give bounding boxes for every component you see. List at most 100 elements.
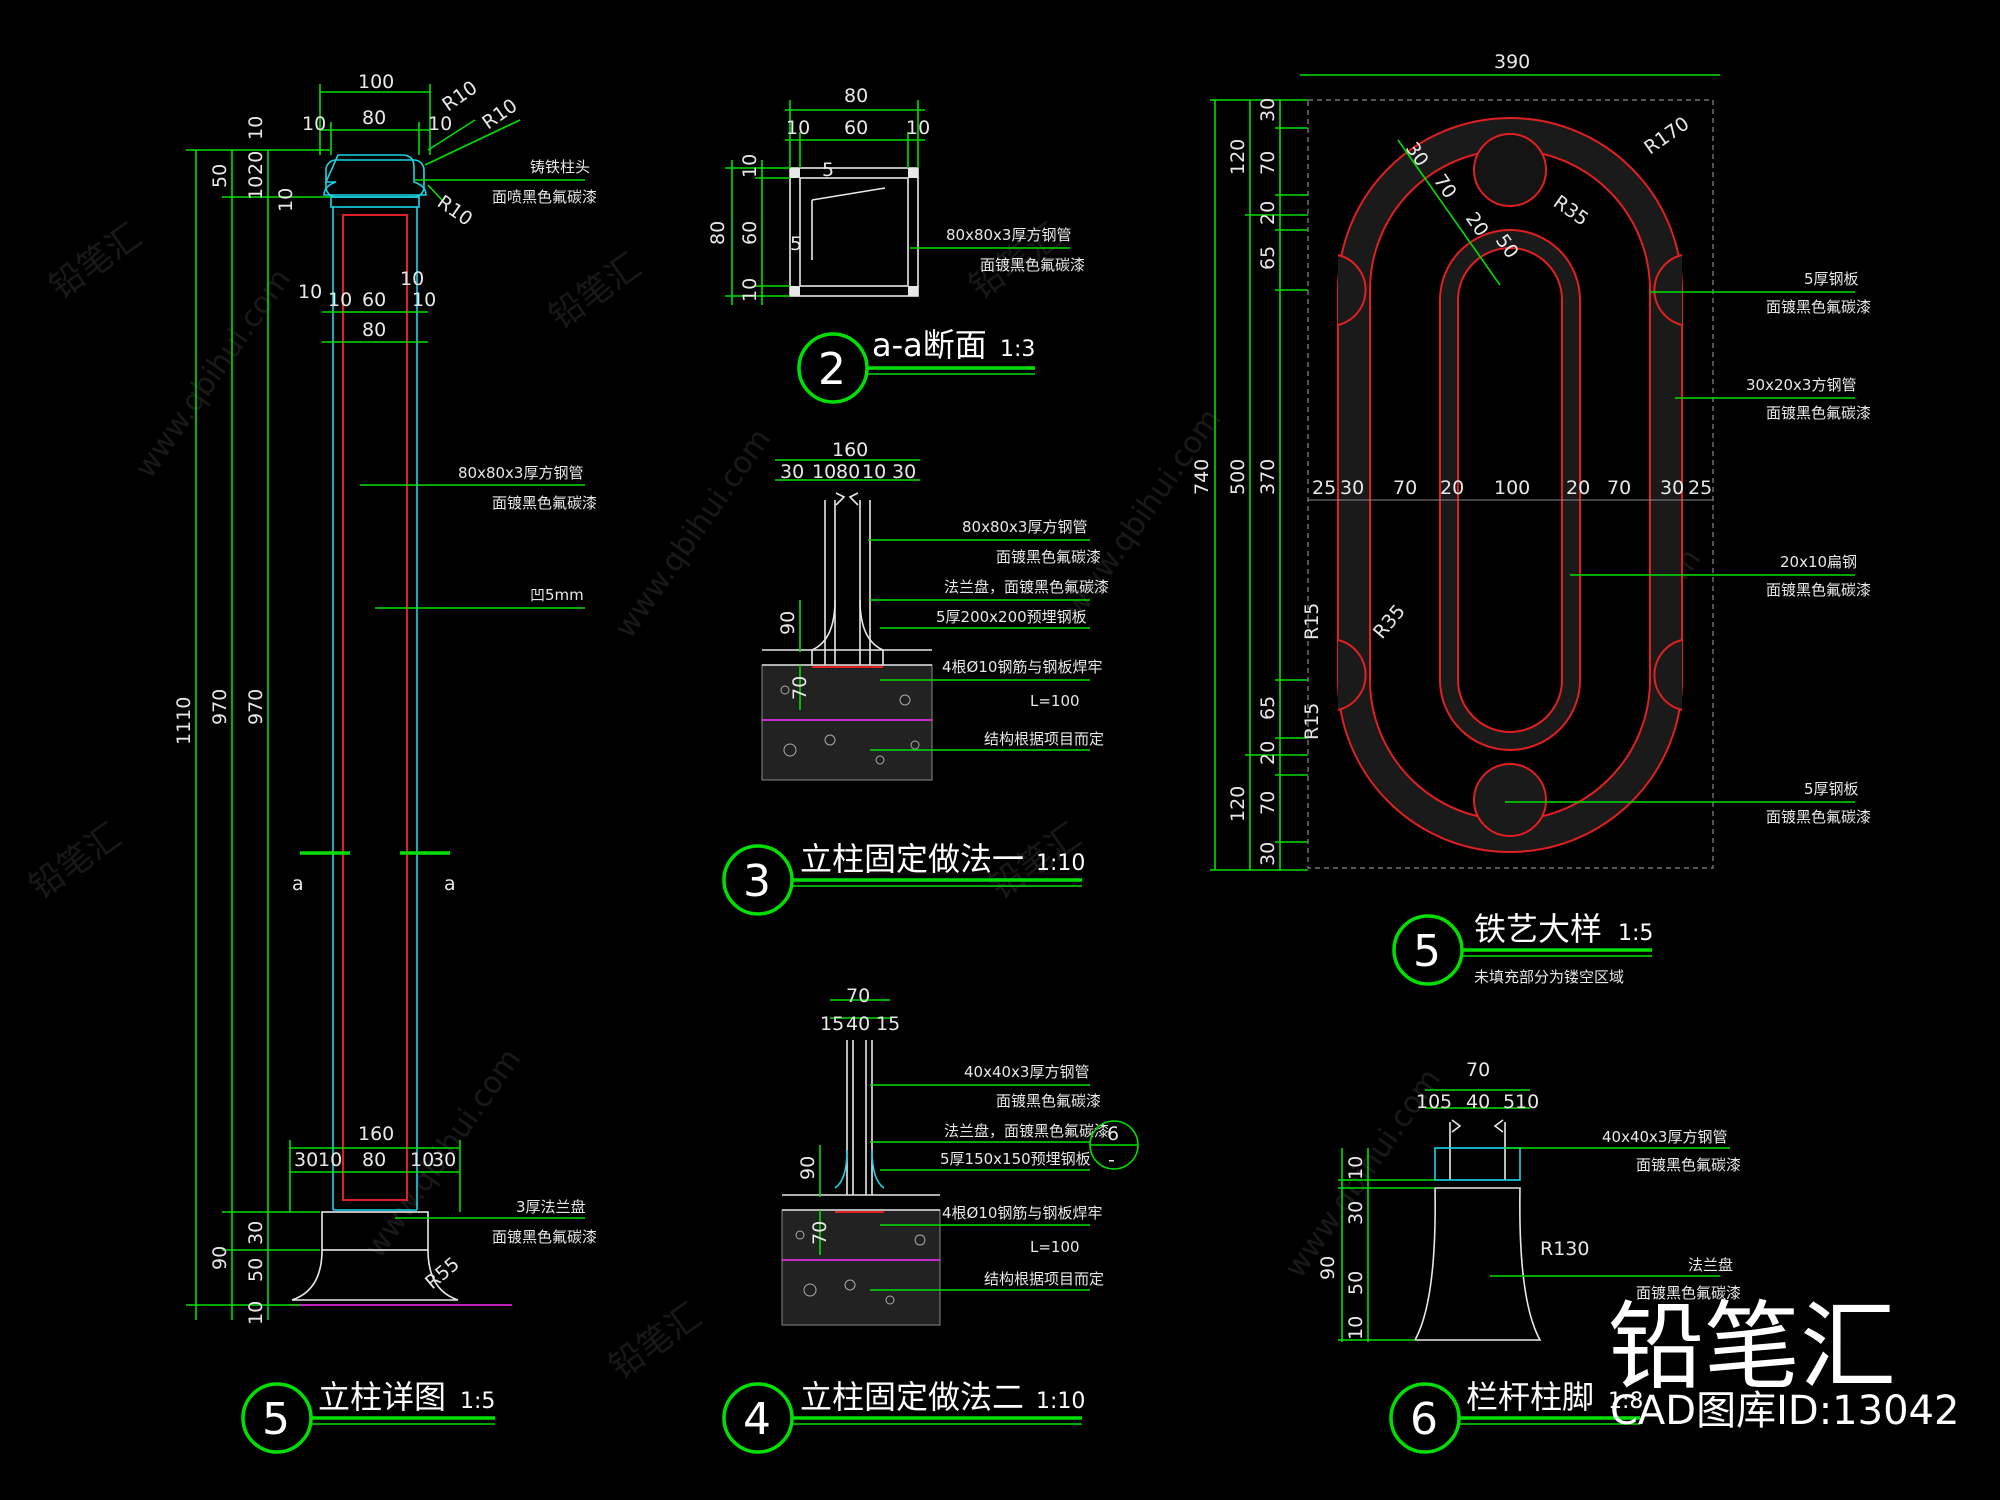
note-cap-2: 面喷黑色氟碳漆 <box>492 188 597 206</box>
svg-text:面镀黑色氟碳漆: 面镀黑色氟碳漆 <box>1636 1284 1741 1302</box>
svg-text:30: 30 <box>892 461 916 483</box>
post-base <box>291 1249 459 1301</box>
watermark-faint: 铅笔汇 <box>22 816 128 907</box>
watermark-faint: 铅笔汇 <box>602 1296 708 1387</box>
note-cap-1: 铸铁柱头 <box>530 158 590 176</box>
svg-text:40x40x3厚方钢管: 40x40x3厚方钢管 <box>964 1063 1089 1081</box>
section-aa-view: 80 10 60 10 80 10 60 10 5 5 80x80x3厚方钢管 … <box>707 85 1085 404</box>
svg-text:10: 10 <box>428 113 452 135</box>
svg-text:法兰盘，面镀黑色氟碳漆: 法兰盘，面镀黑色氟碳漆 <box>944 1122 1109 1140</box>
svg-text:50: 50 <box>209 164 231 188</box>
note-tube-1: 80x80x3厚方钢管 <box>458 464 583 482</box>
section-mark-left: a <box>292 873 304 895</box>
svg-text:10: 10 <box>1416 1091 1440 1113</box>
svg-text:25: 25 <box>1312 477 1336 499</box>
svg-text:30: 30 <box>432 1149 456 1171</box>
svg-text:30: 30 <box>1257 98 1279 122</box>
svg-text:80: 80 <box>362 1149 386 1171</box>
svg-text:10: 10 <box>410 1149 434 1171</box>
view-number: 5 <box>262 1394 290 1445</box>
svg-text:10: 10 <box>906 117 930 139</box>
concrete-footing-2 <box>781 1209 941 1326</box>
watermark-site: www.qbihui.com <box>128 262 298 484</box>
svg-text:10: 10 <box>786 117 810 139</box>
svg-text:30: 30 <box>1340 477 1364 499</box>
svg-text:30: 30 <box>1257 842 1279 866</box>
svg-text:70: 70 <box>789 676 811 700</box>
svg-text:70: 70 <box>1466 1059 1490 1081</box>
post-cap <box>325 159 425 198</box>
svg-text:15: 15 <box>876 1013 900 1035</box>
note-section-1: 80x80x3厚方钢管 <box>946 226 1071 244</box>
svg-text:-: - <box>1108 1149 1115 1171</box>
svg-text:6: 6 <box>1410 1394 1438 1445</box>
svg-text:L=100: L=100 <box>1030 692 1080 710</box>
svg-text:1:10: 1:10 <box>1036 1389 1085 1414</box>
svg-text:65: 65 <box>1257 246 1279 270</box>
svg-text:30: 30 <box>780 461 804 483</box>
svg-text:15: 15 <box>820 1013 844 1035</box>
svg-text:70: 70 <box>809 1221 831 1245</box>
svg-text:R15: R15 <box>1301 603 1323 640</box>
svg-text:50: 50 <box>245 1258 267 1282</box>
svg-text:70: 70 <box>1257 791 1279 815</box>
svg-text:结构根据项目而定: 结构根据项目而定 <box>984 730 1104 748</box>
svg-text:10: 10 <box>302 113 326 135</box>
svg-text:5: 5 <box>822 159 834 181</box>
svg-text:结构根据项目而定: 结构根据项目而定 <box>984 1270 1104 1288</box>
foot-collar <box>1434 1147 1521 1181</box>
svg-text:10: 10 <box>412 289 436 311</box>
svg-text:面镀黑色氟碳漆: 面镀黑色氟碳漆 <box>1766 298 1871 316</box>
svg-text:法兰盘: 法兰盘 <box>1688 1256 1733 1274</box>
svg-text:R10: R10 <box>478 95 521 134</box>
svg-text:5: 5 <box>790 233 802 255</box>
svg-text:面镀黑色氟碳漆: 面镀黑色氟碳漆 <box>996 1092 1101 1110</box>
svg-text:20: 20 <box>245 151 267 175</box>
svg-text:20: 20 <box>1440 477 1464 499</box>
svg-text:10: 10 <box>812 461 836 483</box>
note-flange-2: 面镀黑色氟碳漆 <box>492 1228 597 1246</box>
section-tube-outer <box>789 167 919 297</box>
post-detail-view: 10 50 20 10 10 1110 970 970 30 90 50 10 … <box>173 71 597 1454</box>
svg-text:90: 90 <box>777 611 799 635</box>
watermark-id-text: CAD图库ID:13042 <box>1610 1388 1959 1434</box>
svg-text:10: 10 <box>298 281 322 303</box>
svg-text:10: 10 <box>1345 1316 1367 1340</box>
svg-text:60: 60 <box>844 117 868 139</box>
svg-text:100: 100 <box>358 71 394 93</box>
svg-text:法兰盘，面镀黑色氟碳漆: 法兰盘，面镀黑色氟碳漆 <box>944 578 1109 596</box>
watermark-faint: 铅笔汇 <box>42 216 148 307</box>
svg-text:100: 100 <box>1494 477 1530 499</box>
svg-text:20: 20 <box>1257 741 1279 765</box>
svg-text:1:3: 1:3 <box>1000 337 1035 362</box>
svg-text:970: 970 <box>209 689 231 725</box>
svg-text:65: 65 <box>1257 696 1279 720</box>
svg-text:R55: R55 <box>421 1253 464 1294</box>
svg-text:10: 10 <box>245 116 267 140</box>
svg-text:80x80x3厚方钢管: 80x80x3厚方钢管 <box>962 518 1087 536</box>
iron-art-horizontal-dims: 25 30 70 20 100 20 70 30 25 <box>1312 477 1712 499</box>
svg-text:6: 6 <box>1107 1123 1119 1145</box>
svg-text:R10: R10 <box>438 77 481 116</box>
section-tube-inner <box>799 177 909 287</box>
flange-plate <box>321 1211 429 1251</box>
svg-text:80: 80 <box>844 85 868 107</box>
svg-text:160: 160 <box>832 439 868 461</box>
svg-text:60: 60 <box>739 221 761 245</box>
svg-text:10: 10 <box>739 154 761 178</box>
view-scale: 1:5 <box>460 1389 495 1414</box>
svg-text:5厚150x150预埋钢板: 5厚150x150预埋钢板 <box>940 1150 1091 1168</box>
svg-text:R170: R170 <box>1640 113 1693 159</box>
svg-text:面镀黑色氟碳漆: 面镀黑色氟碳漆 <box>1766 404 1871 422</box>
svg-text:未填充部分为镂空区域: 未填充部分为镂空区域 <box>1474 968 1624 986</box>
fix-method-1-view: 160 30 10 80 10 30 90 70 80x80x3厚方钢管 面镀黑… <box>722 439 1109 916</box>
watermark-logo-text: 铅笔汇 <box>1608 1291 1896 1403</box>
iron-art-frame <box>1307 99 1714 869</box>
svg-text:30: 30 <box>245 1221 267 1245</box>
svg-text:5厚钢板: 5厚钢板 <box>1804 270 1859 288</box>
svg-text:4根Ø10钢筋与钢板焊牢: 4根Ø10钢筋与钢板焊牢 <box>942 658 1102 676</box>
post-cap-neck <box>330 196 420 208</box>
svg-text:80: 80 <box>836 461 860 483</box>
svg-text:立柱固定做法一: 立柱固定做法一 <box>800 840 1024 878</box>
svg-text:70: 70 <box>1393 477 1417 499</box>
